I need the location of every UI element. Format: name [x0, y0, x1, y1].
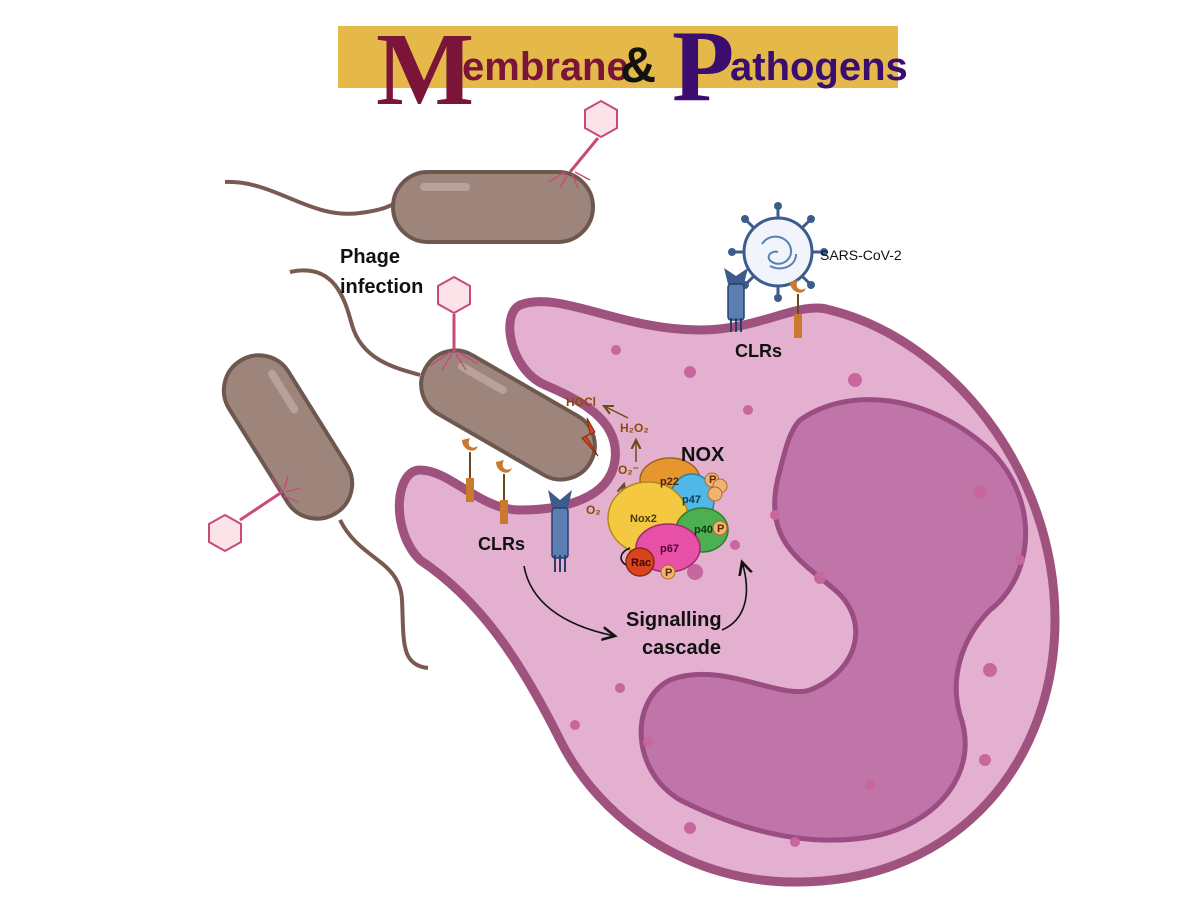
title-band — [338, 26, 898, 88]
clr-receptors-top — [724, 268, 806, 338]
tlr-receptor-top — [724, 268, 748, 332]
signalling-label-line2: cascade — [642, 637, 721, 659]
hocl-label: HOCl — [566, 395, 596, 409]
title-initial-p: P — [672, 10, 734, 123]
nox-label: NOX — [681, 444, 725, 466]
tlr-receptor — [548, 490, 572, 572]
label-rac: Rac — [631, 557, 651, 569]
phage-label-line1: Phage — [340, 246, 400, 268]
clr-receptors-left — [462, 438, 572, 572]
sars-label: SARS-CoV-2 — [820, 247, 902, 263]
subunit-rac — [625, 547, 655, 577]
label-p67: p67 — [660, 543, 679, 555]
clrs-label-top: CLRs — [735, 341, 782, 361]
nox-complex: p22 p47 Nox2 p40 p67 Rac P P P — [607, 457, 729, 580]
lightning-icon — [581, 417, 599, 457]
signalling-arrow-right — [721, 562, 746, 631]
label-p47: p47 — [682, 494, 701, 506]
title-initial-m: M — [376, 12, 474, 127]
title-ampersand: & — [620, 37, 656, 93]
phospho-groups — [660, 472, 728, 580]
phage-left — [208, 475, 301, 553]
h2o2-label: H₂O₂ — [620, 421, 649, 435]
sars-cov-2-virion — [728, 202, 828, 302]
label-phospho: P — [665, 567, 672, 579]
label-p40: p40 — [694, 524, 713, 536]
bacterium-top — [224, 99, 618, 244]
phage-middle — [429, 275, 479, 371]
title-banner: M embrane & P athogens — [338, 10, 908, 127]
label-p22: p22 — [660, 476, 679, 488]
neutrophil-cell — [394, 297, 1060, 887]
superoxide-label: O₂⁻ — [618, 463, 639, 477]
label-phospho: P — [717, 523, 724, 535]
clr-receptor-top — [790, 280, 806, 338]
label-nox2: Nox2 — [630, 513, 657, 525]
clr-receptor — [462, 438, 478, 502]
granules — [570, 345, 1025, 847]
rac-link — [620, 547, 631, 566]
label-phospho: P — [709, 474, 716, 486]
title-word-membrane: embrane — [462, 45, 629, 89]
nucleus — [638, 397, 1029, 843]
signalling-label-line1: Signalling — [626, 609, 722, 631]
bacterium-left — [208, 353, 429, 670]
clrs-label-left: CLRs — [478, 534, 525, 554]
bacterium-middle — [289, 268, 597, 482]
signalling-arrow-left — [523, 565, 615, 636]
clr-receptor — [496, 460, 512, 524]
oxygen-label: O₂ — [586, 503, 601, 517]
phage-label-line2: infection — [340, 276, 423, 298]
title-word-pathogens: athogens — [730, 45, 908, 89]
phage-top — [547, 99, 618, 189]
